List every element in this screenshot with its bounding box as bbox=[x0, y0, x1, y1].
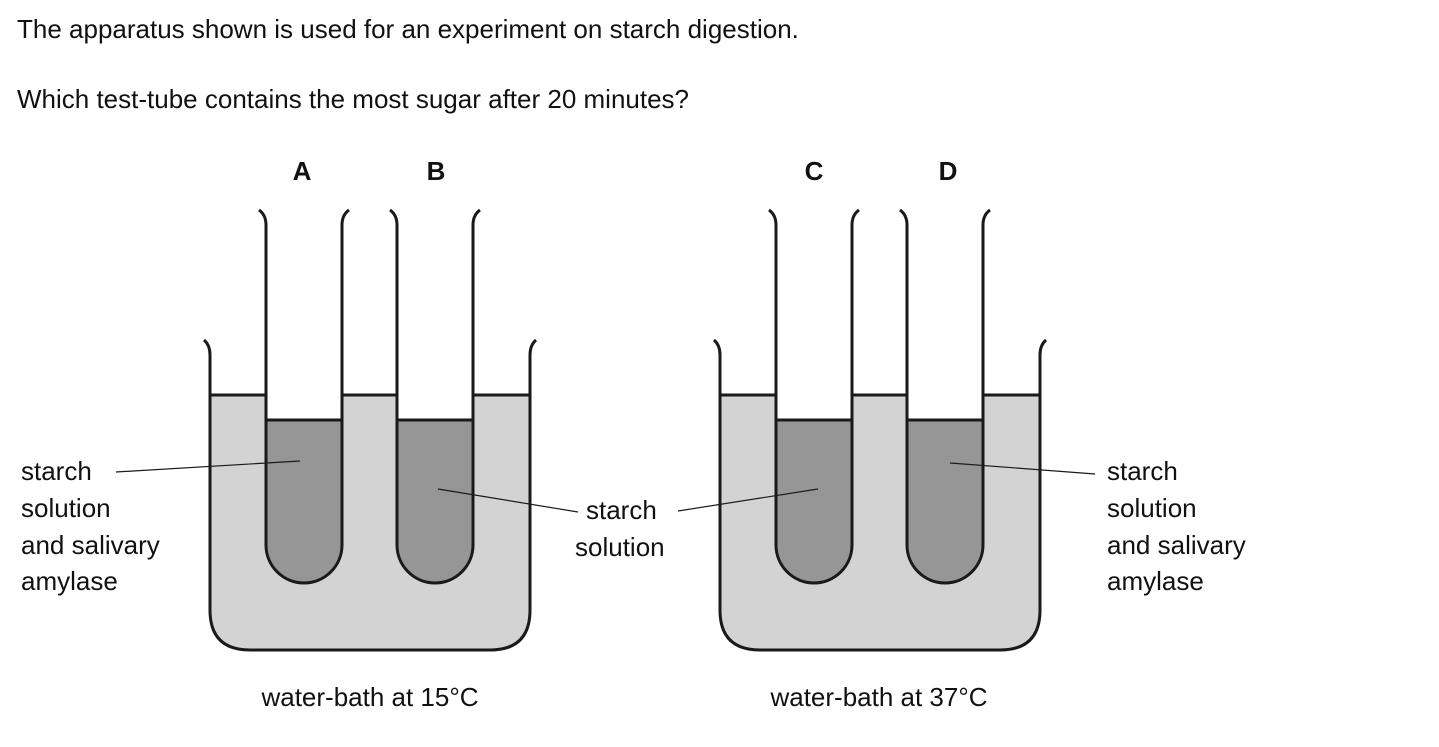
label-right-line-4: amylase bbox=[1107, 566, 1204, 596]
right-beaker-outline bbox=[712, 338, 1048, 652]
leader-middle-to-c bbox=[677, 488, 819, 512]
right-water bbox=[720, 395, 1040, 650]
tube-b-liquid bbox=[397, 420, 473, 583]
test-tube-a bbox=[258, 208, 350, 585]
label-right-line-1: starch bbox=[1107, 456, 1178, 486]
tube-a-liquid bbox=[266, 420, 342, 583]
tube-letter-c: C bbox=[805, 156, 824, 186]
label-middle-line-1: starch bbox=[586, 495, 657, 525]
leader-right-to-d bbox=[949, 462, 1096, 475]
tube-c-liquid bbox=[776, 420, 852, 583]
right-beaker bbox=[712, 338, 1048, 652]
test-tube-c bbox=[768, 208, 860, 585]
tube-letter-a: A bbox=[293, 156, 312, 186]
test-tube-d bbox=[899, 208, 991, 585]
label-left-mixture: starch solution and salivary amylase bbox=[21, 456, 160, 596]
leader-lines bbox=[115, 460, 1096, 513]
label-left-line-1: starch bbox=[21, 456, 92, 486]
label-left-line-2: solution bbox=[21, 493, 111, 523]
label-middle-starch: starch solution bbox=[575, 495, 665, 562]
leader-left-to-a bbox=[115, 460, 301, 473]
label-right-line-2: solution bbox=[1107, 493, 1197, 523]
bath-caption-right: water-bath at 37°C bbox=[769, 682, 987, 712]
tube-d-liquid bbox=[907, 420, 983, 583]
question-prompt: Which test-tube contains the most sugar … bbox=[17, 84, 690, 114]
label-left-line-4: amylase bbox=[21, 566, 118, 596]
leader-middle-to-b bbox=[437, 488, 579, 513]
tube-a-outline bbox=[258, 208, 350, 585]
tube-letter-b: B bbox=[427, 156, 446, 186]
tube-d-outline bbox=[899, 208, 991, 585]
left-beaker bbox=[202, 338, 538, 652]
tube-c-outline bbox=[768, 208, 860, 585]
label-right-mixture: starch solution and salivary amylase bbox=[1107, 456, 1246, 596]
left-beaker-outline bbox=[202, 338, 538, 652]
label-middle-line-2: solution bbox=[575, 532, 665, 562]
tube-b-outline bbox=[389, 208, 481, 585]
tube-letter-d: D bbox=[939, 156, 958, 186]
question-intro: The apparatus shown is used for an exper… bbox=[17, 14, 799, 44]
label-right-line-3: and salivary bbox=[1107, 530, 1246, 560]
label-left-line-3: and salivary bbox=[21, 530, 160, 560]
bath-caption-left: water-bath at 15°C bbox=[260, 682, 478, 712]
left-water bbox=[210, 395, 530, 650]
test-tube-b bbox=[389, 208, 481, 585]
